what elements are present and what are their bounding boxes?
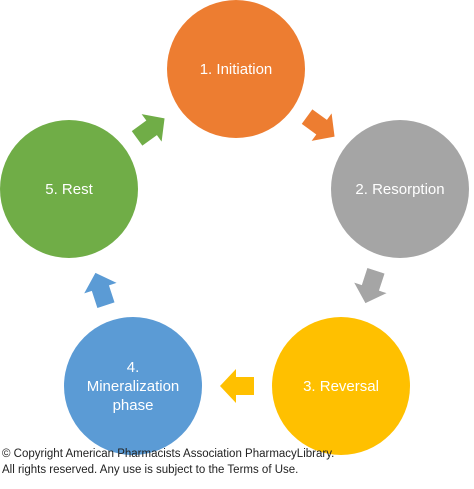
stage-label-line: phase xyxy=(112,396,154,414)
stage-circle-mineralization xyxy=(64,317,202,455)
stage-label-text: 3. Reversal xyxy=(303,377,379,395)
stage-label-initiation: 1. Initiation xyxy=(167,0,305,138)
arrow-rest-to-initiation xyxy=(131,114,165,146)
stage-label-line: 4. xyxy=(126,358,140,376)
stage-label-text: 2. Resorption xyxy=(355,180,445,198)
stage-label-resorption: 2. Resorption xyxy=(331,120,469,258)
arrow-initiation-to-resorption xyxy=(301,109,335,141)
arrow-resorption-to-reversal xyxy=(354,268,387,304)
arrow-mineralization-to-rest xyxy=(84,272,117,308)
stage-label-reversal: 3. Reversal xyxy=(272,317,410,455)
copyright-notice: © Copyright American Pharmacists Associa… xyxy=(2,446,334,478)
copyright-line-2: All rights reserved. Any use is subject … xyxy=(2,464,299,476)
stage-circle-reversal xyxy=(272,317,410,455)
stage-label-rest: 5. Rest xyxy=(0,120,138,258)
stage-circle-initiation xyxy=(167,0,305,138)
stage-label-text: 1. Initiation xyxy=(199,60,273,78)
stage-circle-resorption xyxy=(331,120,469,258)
stage-label-line: Mineralization xyxy=(86,377,180,395)
arrow-reversal-to-mineralization xyxy=(220,369,254,403)
copyright-line-1: © Copyright American Pharmacists Associa… xyxy=(2,448,335,460)
stage-circle-rest xyxy=(0,120,138,258)
stage-label-text: 5. Rest xyxy=(45,180,93,198)
stage-label-mineralization: 4. Mineralization phase xyxy=(64,317,202,455)
